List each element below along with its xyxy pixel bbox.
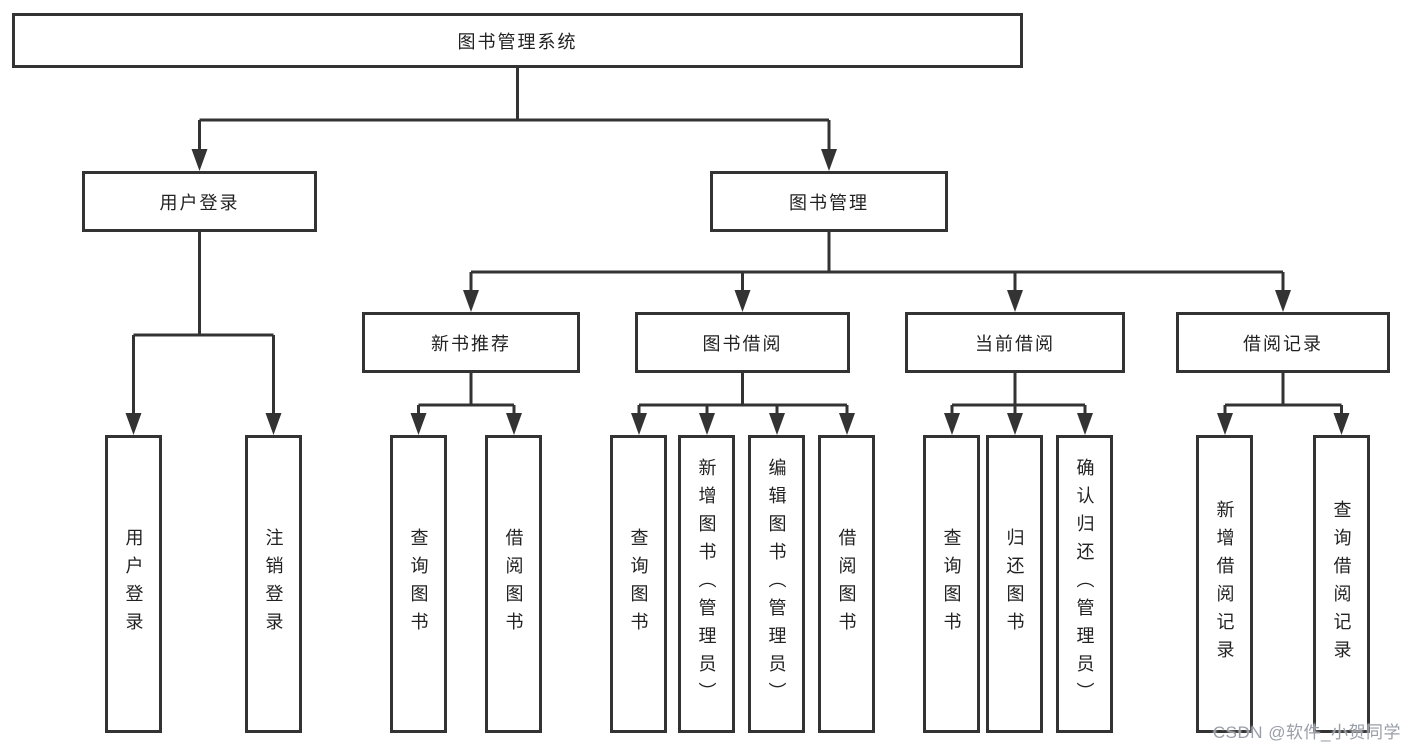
node-label: 借阅图书: [836, 528, 857, 640]
leaf-borrow-edit-books-admin: 编辑图书（管理员）: [748, 435, 805, 733]
node-book-management: 图书管理: [710, 171, 948, 232]
node-label: 查询图书: [408, 528, 429, 640]
leaf-borrow-query-books: 查询图书: [610, 435, 667, 733]
leaf-user-login: 用户登录: [105, 435, 162, 733]
node-current-borrowing: 当前借阅: [905, 312, 1125, 373]
node-label: 用户登录: [123, 528, 144, 640]
node-label: 用户登录: [159, 192, 240, 213]
node-root-library-system: 图书管理系统: [12, 13, 1023, 68]
node-label: 编辑图书（管理员）: [766, 458, 787, 710]
node-user-login-branch: 用户登录: [82, 171, 317, 232]
leaf-borrow-add-books-admin: 新增图书（管理员）: [678, 435, 735, 733]
node-label: 新增借阅记录: [1214, 500, 1235, 668]
leaf-borrow-borrow-books: 借阅图书: [818, 435, 875, 733]
node-label: 图书管理系统: [457, 31, 578, 52]
node-label: 注销登录: [263, 528, 284, 640]
leaf-records-query-record: 查询借阅记录: [1313, 435, 1370, 733]
leaf-current-query-books: 查询图书: [923, 435, 980, 733]
node-new-book-recommend: 新书推荐: [362, 312, 580, 373]
leaf-logout: 注销登录: [245, 435, 302, 733]
node-label: 借阅图书: [503, 528, 524, 640]
node-label: 查询借阅记录: [1331, 500, 1352, 668]
node-label: 查询图书: [941, 528, 962, 640]
node-label: 借阅记录: [1243, 333, 1323, 354]
csdn-watermark: CSDN @软件_小贺同学: [1212, 723, 1401, 742]
node-label: 确认归还（管理员）: [1074, 458, 1095, 710]
leaf-current-return-books: 归还图书: [986, 435, 1043, 733]
node-label: 新书推荐: [431, 333, 511, 354]
node-label: 当前借阅: [975, 333, 1055, 354]
node-label: 新增图书（管理员）: [696, 458, 717, 710]
node-label: 归还图书: [1004, 528, 1025, 640]
node-borrow-records: 借阅记录: [1176, 312, 1390, 373]
node-book-borrowing: 图书借阅: [635, 312, 850, 373]
leaf-current-confirm-return-admin: 确认归还（管理员）: [1056, 435, 1113, 733]
leaf-newbooks-borrow-books: 借阅图书: [485, 435, 542, 733]
leaf-records-add-record: 新增借阅记录: [1196, 435, 1253, 733]
node-label: 图书借阅: [702, 333, 783, 354]
node-label: 图书管理: [789, 192, 869, 213]
leaf-newbooks-query-books: 查询图书: [390, 435, 447, 733]
node-label: 查询图书: [628, 528, 649, 640]
